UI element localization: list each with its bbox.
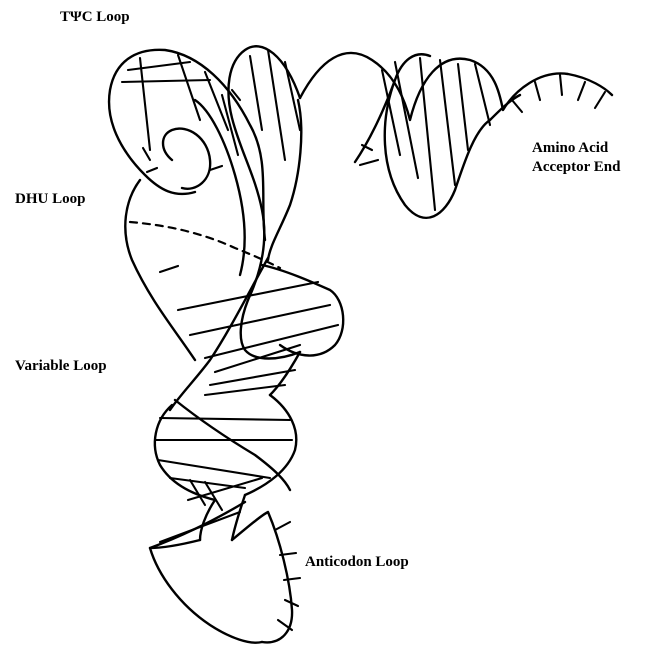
tpsic-rung (250, 56, 262, 130)
amino-acid-acceptor-end-label: Amino Acid Acceptor End (532, 139, 620, 177)
anticodon-tick (275, 522, 290, 530)
dhu-tick (147, 168, 157, 172)
acceptor-end-tick (595, 92, 605, 108)
anticodon-loop-label: Anticodon Loop (305, 553, 409, 572)
dhu-loop-label: DHU Loop (15, 190, 85, 209)
anticodon-rung (158, 460, 270, 478)
tpsic-rung (140, 58, 150, 150)
variable-rung (178, 282, 318, 310)
dhu-tick (210, 166, 222, 170)
variable-loop-label: Variable Loop (15, 357, 107, 376)
dhu-small-circle (163, 129, 210, 189)
tpsic-inner-strand-2 (268, 100, 301, 260)
anticodon-rung (160, 418, 290, 420)
acceptor-arm (300, 53, 612, 218)
acceptor-rung (458, 64, 468, 150)
acceptor-end-tick (512, 100, 522, 112)
acceptor-rung (395, 62, 418, 178)
acceptor-strand-upper (300, 53, 612, 120)
dhu-dashed-strand (130, 222, 280, 268)
variable-inner-strand (241, 300, 300, 359)
anticodon-rung (205, 482, 222, 510)
variable-rung (190, 305, 330, 335)
variable-cross-strand (170, 258, 268, 410)
dhu-tick (160, 266, 178, 272)
anticodon-loop (150, 502, 300, 643)
acceptor-end-tick (560, 75, 562, 95)
anticodon-stem-cross (175, 400, 290, 490)
acceptor-end-tick (535, 82, 540, 100)
tpsic-arm (109, 46, 301, 300)
amino-acid-label-line1: Amino Acid (532, 139, 620, 158)
tpsic-rung (268, 50, 285, 160)
amino-acid-label-line2: Acceptor End (532, 158, 620, 177)
anticodon-loop-left (150, 540, 262, 643)
variable-rung (215, 345, 300, 372)
acceptor-rung (440, 60, 455, 185)
tpsic-rung (285, 62, 300, 130)
acceptor-tick (360, 160, 378, 165)
tpsic-rung (178, 55, 200, 120)
anticodon-tick (284, 578, 300, 580)
acceptor-rung (420, 58, 435, 210)
variable-rung (210, 370, 295, 385)
dhu-outer-strand (125, 180, 195, 360)
variable-region (170, 258, 343, 410)
tpsic-loop-label: TΨC Loop (60, 8, 130, 27)
tpsic-rung (122, 80, 210, 82)
acceptor-strand-lower (355, 54, 520, 218)
acceptor-end-tick (578, 82, 585, 100)
